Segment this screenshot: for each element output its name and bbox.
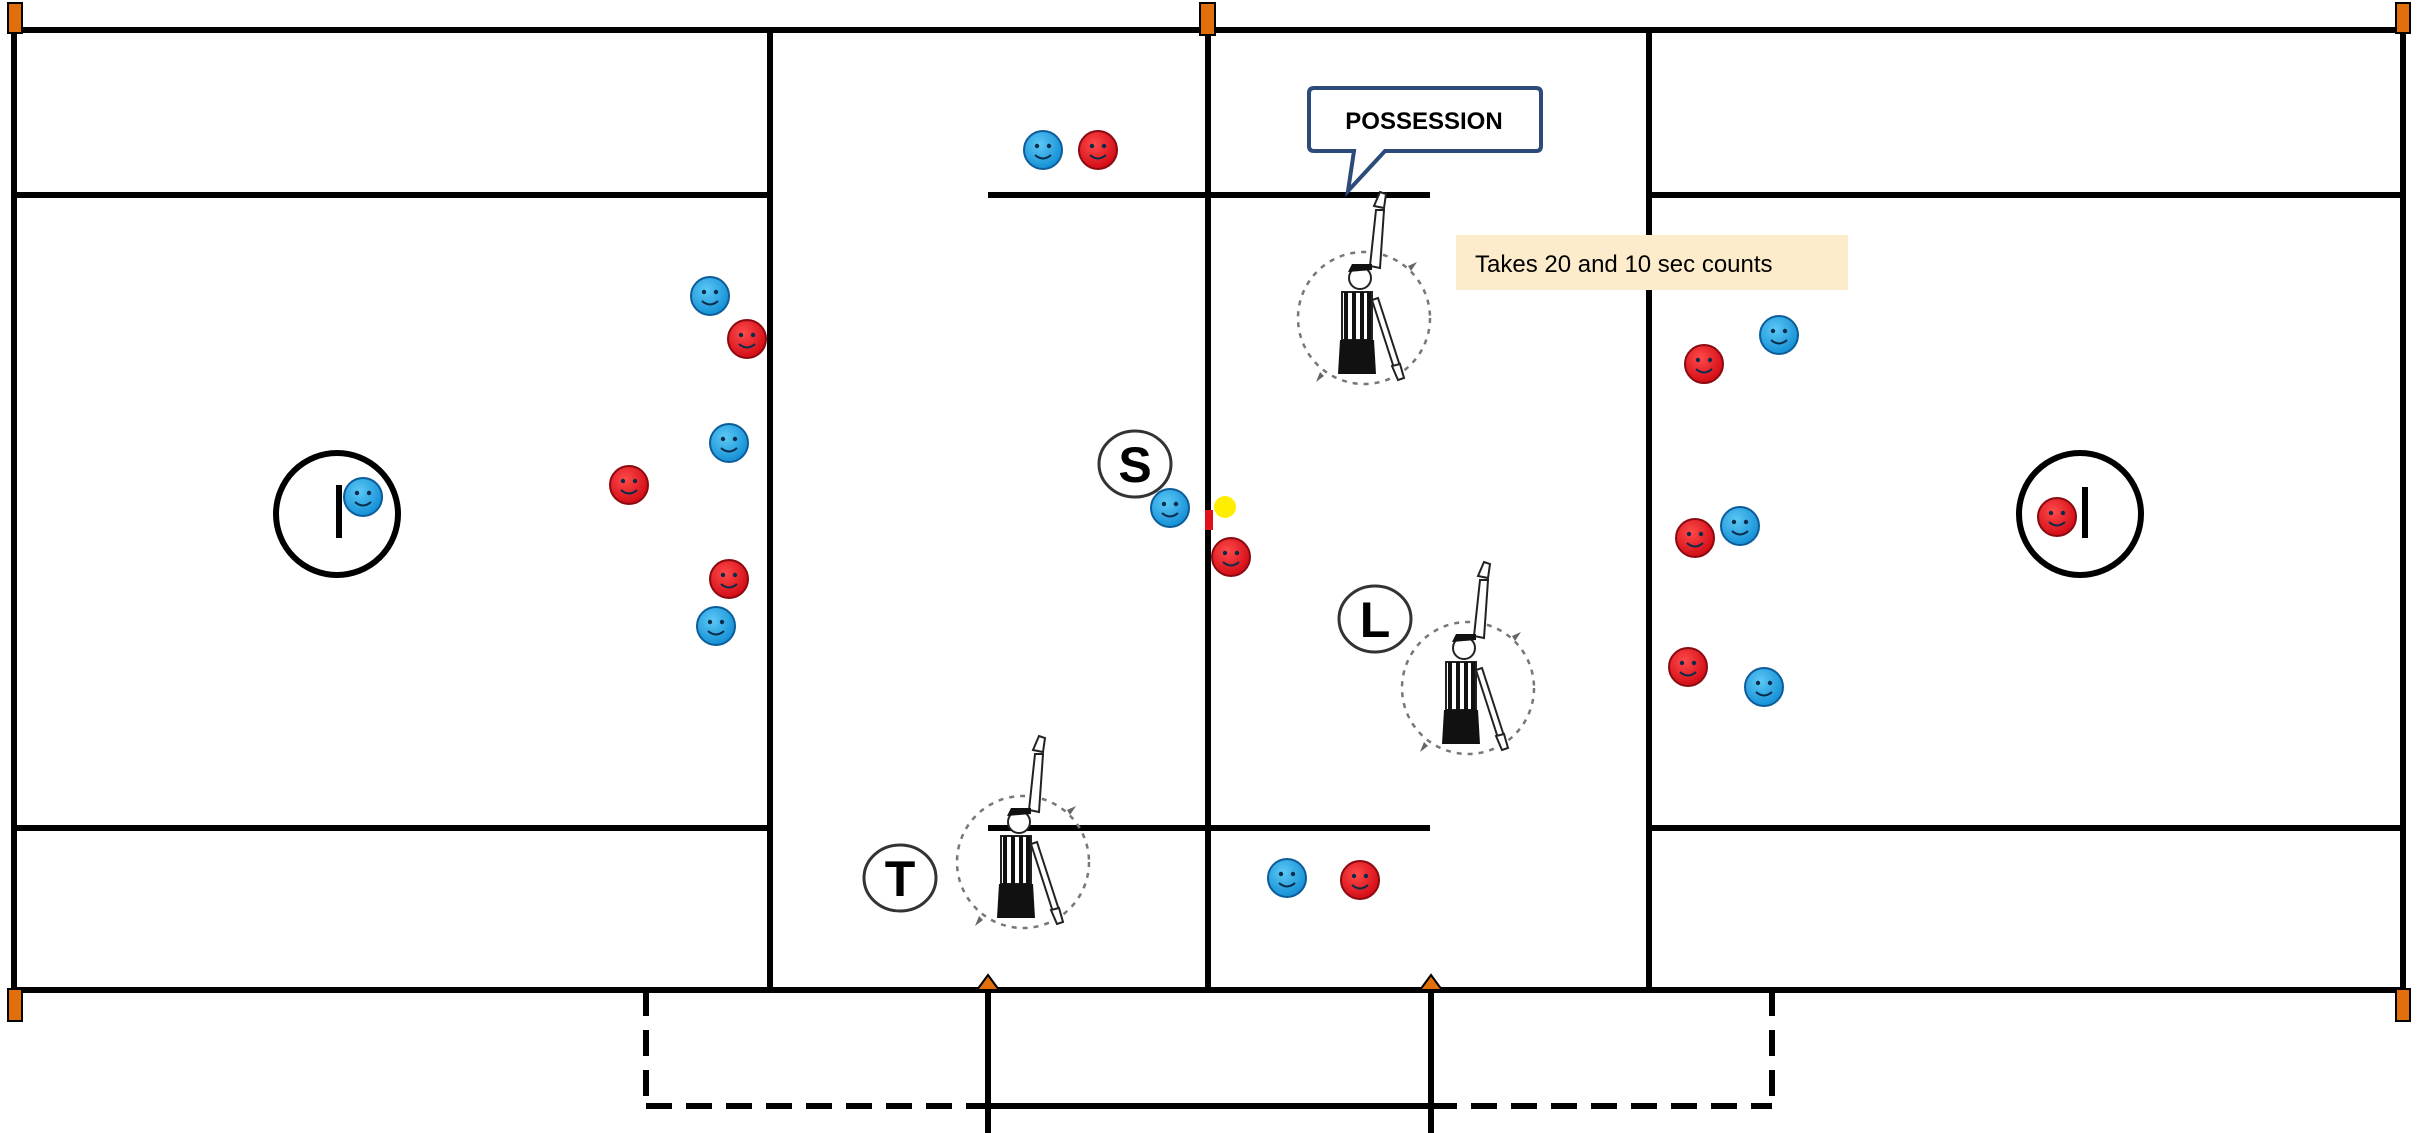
referee-figure-top xyxy=(1296,190,1432,386)
red-team-player-icon xyxy=(1078,130,1118,170)
referee-badge-l: L xyxy=(1337,584,1413,654)
red-team-player-icon xyxy=(1340,860,1380,900)
field-markers xyxy=(7,2,2411,1022)
blue-team-player-icon xyxy=(1023,130,1063,170)
field-lines xyxy=(11,27,2406,1133)
possession-label: POSSESSION xyxy=(1345,108,1502,135)
blue-team-player-icon xyxy=(343,477,383,517)
possession-callout: POSSESSION xyxy=(1307,86,1543,198)
red-team-player-icon xyxy=(2037,497,2077,537)
corner-marker xyxy=(7,988,23,1022)
red-team-player-icon xyxy=(1668,647,1708,687)
referee-badge-t: T xyxy=(862,843,938,913)
red-team-player-icon xyxy=(727,319,767,359)
blue-team-player-icon xyxy=(690,276,730,316)
left-goal-crease xyxy=(273,450,401,578)
count-note-text: Takes 20 and 10 sec counts xyxy=(1475,251,1773,278)
svg-text:T: T xyxy=(885,851,916,907)
red-team-player-icon xyxy=(709,559,749,599)
ball xyxy=(1214,496,1236,518)
red-team-player-icon xyxy=(1211,537,1251,577)
corner-marker xyxy=(2395,2,2411,34)
count-note: Takes 20 and 10 sec counts xyxy=(1456,235,1848,290)
sub-area-marker xyxy=(975,973,1001,991)
blue-team-player-icon xyxy=(696,606,736,646)
players-layer xyxy=(343,130,2077,900)
svg-text:S: S xyxy=(1118,437,1151,493)
referee-figure-trail xyxy=(955,734,1091,930)
right-goal-crease xyxy=(2016,450,2144,578)
blue-team-player-icon xyxy=(1150,488,1190,528)
red-team-player-icon xyxy=(1675,518,1715,558)
blue-team-player-icon xyxy=(709,423,749,463)
sub-area-marker xyxy=(1418,973,1444,991)
referee-figure-lead xyxy=(1400,560,1536,756)
bench-area-dashed-lines xyxy=(643,990,1775,1109)
stick-head xyxy=(1205,510,1213,530)
midfield-marker xyxy=(1199,2,1216,36)
red-team-player-icon xyxy=(609,465,649,505)
blue-team-player-icon xyxy=(1744,667,1784,707)
blue-team-player-icon xyxy=(1759,315,1799,355)
referee-badge-s: S xyxy=(1097,429,1173,499)
blue-team-player-icon xyxy=(1267,858,1307,898)
corner-marker xyxy=(7,2,23,34)
corner-marker xyxy=(2395,988,2411,1022)
blue-team-player-icon xyxy=(1720,506,1760,546)
red-team-player-icon xyxy=(1684,344,1724,384)
svg-text:L: L xyxy=(1360,592,1391,648)
